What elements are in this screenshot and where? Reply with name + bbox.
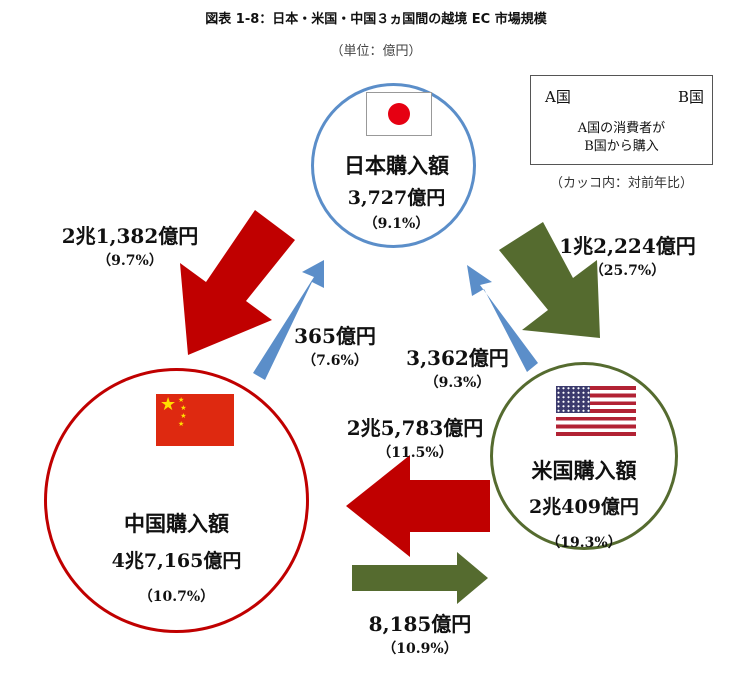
usa-flag xyxy=(556,386,636,436)
flow-label-japan-from-china: 365億円 （7.6%） xyxy=(280,320,390,370)
flow-amount: 8,185億円 xyxy=(368,612,472,636)
flow-amount: 2兆5,783億円 xyxy=(346,416,484,440)
china-growth: （10.7%） xyxy=(138,589,215,605)
figure-title: 図表 1-8：日本・米国・中国３ヵ国間の越境 EC 市場規模 xyxy=(205,12,547,27)
flow-label-usa-from-japan: 1兆2,224億円 （25.7%） xyxy=(545,230,710,280)
japan-growth: （9.1%） xyxy=(363,216,430,232)
flow-amount: 2兆1,382億円 xyxy=(61,224,199,248)
arrow-usa-from-japan xyxy=(499,222,600,338)
flow-label-japan-from-usa: 3,362億円 （9.3%） xyxy=(395,342,520,392)
arrow-china-from-japan xyxy=(180,210,295,355)
flow-label-china-from-japan: 2兆1,382億円 （9.7%） xyxy=(55,220,205,270)
arrow-japan-from-china xyxy=(253,260,324,380)
china-flag-small-stars-icon: ★ ★ ★★ xyxy=(178,396,187,428)
legend-description-line1: A国の消費者が xyxy=(577,121,666,136)
legend-country-a: A国 xyxy=(545,88,571,106)
arrow-japan-from-usa xyxy=(467,265,538,372)
usa-growth: （19.3%） xyxy=(546,535,622,551)
japan-amount: 3,727億円 xyxy=(347,187,446,209)
flow-amount: 3,362億円 xyxy=(406,346,509,370)
arrow-china-from-usa xyxy=(346,455,490,557)
china-flag-star-icon: ★ xyxy=(160,394,177,415)
flow-growth: （11.5%） xyxy=(377,445,453,461)
legend-note: （カッコ内：対前年比） xyxy=(549,176,693,191)
flow-growth: （10.9%） xyxy=(382,641,458,657)
legend-description: A国の消費者が B国から購入 xyxy=(531,120,712,156)
usa-flag-stars-icon xyxy=(556,386,590,413)
legend-country-b: B国 xyxy=(678,88,705,106)
usa-amount: 2兆409億円 xyxy=(529,496,639,518)
flow-growth: （7.6%） xyxy=(302,353,368,369)
japan-flag xyxy=(366,92,432,136)
legend-description-line2: B国から購入 xyxy=(584,139,659,154)
china-flag: ★ ★ ★ ★★ xyxy=(156,394,234,446)
china-name: 中国購入額 xyxy=(124,511,229,536)
china-amount: 4兆7,165億円 xyxy=(111,550,242,572)
legend-box: A国 B国 A国の消費者が B国から購入 xyxy=(530,75,713,165)
arrow-usa-from-china xyxy=(352,552,488,604)
usa-name: 米国購入額 xyxy=(531,458,637,483)
japan-flag-sun-icon xyxy=(388,103,410,125)
flow-amount: 1兆2,224億円 xyxy=(559,234,696,258)
flow-growth: （9.3%） xyxy=(424,375,491,391)
flow-label-china-from-usa: 2兆5,783億円 （11.5%） xyxy=(335,412,495,462)
flow-growth: （25.7%） xyxy=(589,263,666,279)
flow-label-usa-from-china: 8,185億円 （10.9%） xyxy=(350,608,490,658)
flow-growth: （9.7%） xyxy=(97,253,163,269)
flow-amount: 365億円 xyxy=(294,324,376,348)
japan-name: 日本購入額 xyxy=(344,153,449,178)
unit-label: （単位：億円） xyxy=(330,44,422,59)
